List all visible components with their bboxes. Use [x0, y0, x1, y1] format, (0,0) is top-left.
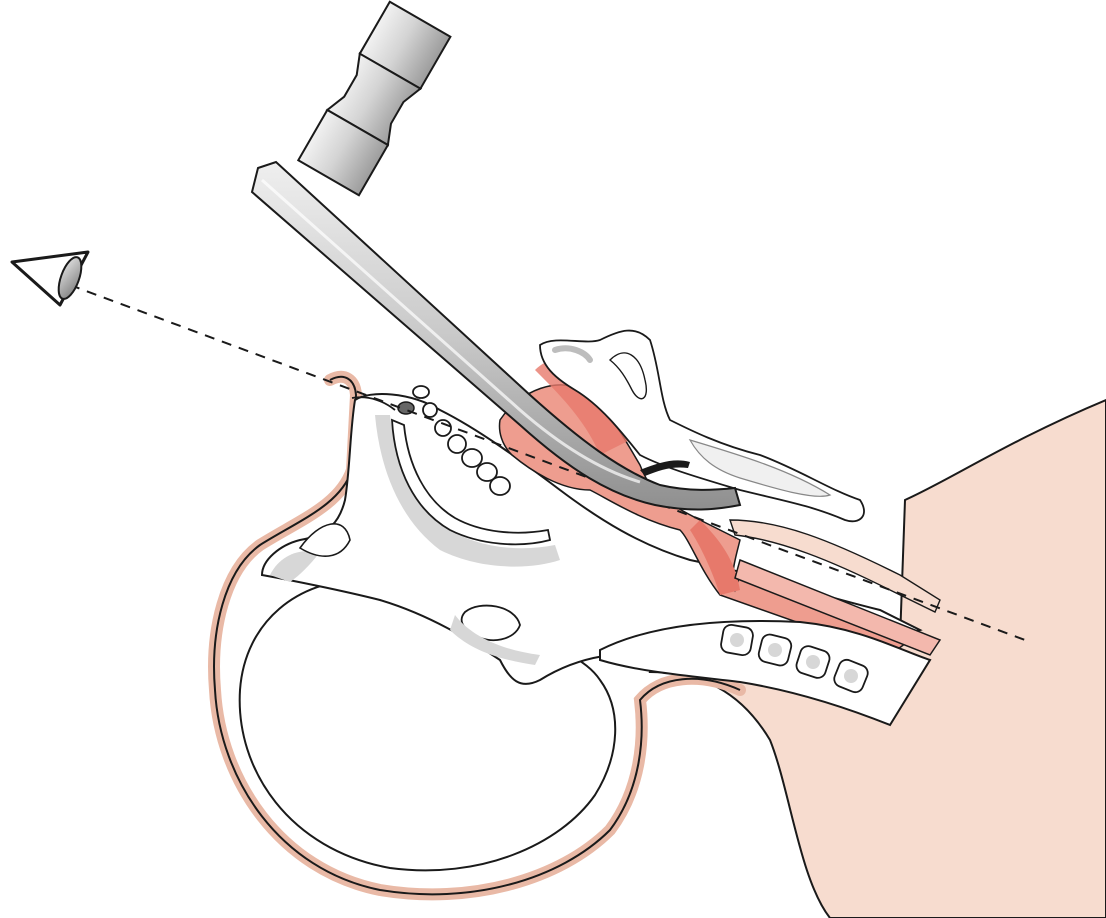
- laryngoscope-handle: [298, 2, 450, 195]
- eye-icon: [12, 252, 88, 305]
